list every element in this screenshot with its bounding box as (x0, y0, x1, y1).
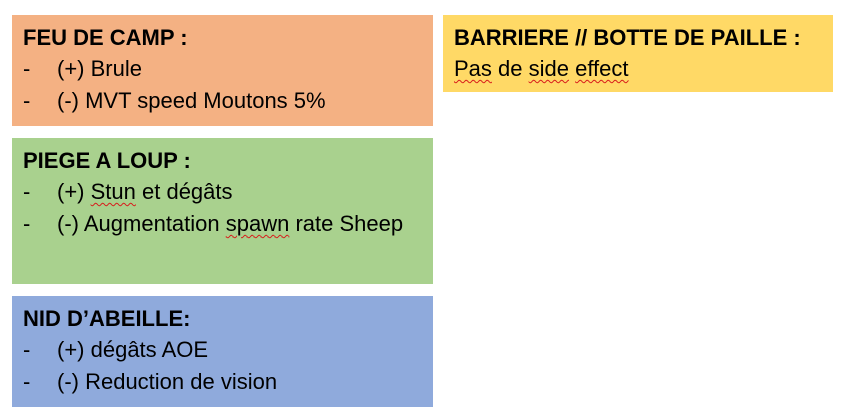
card-title-barriere: BARRIERE // BOTTE DE PAILLE : (454, 25, 801, 50)
card-feu-de-camp: FEU DE CAMP : - (+) Brule - (-) MVT spee… (12, 15, 433, 126)
list-item: - (+) Brule (23, 53, 421, 85)
list-item: - (+) Stun et dégâts (23, 176, 421, 208)
text-run: (+) (57, 179, 91, 204)
card-barriere: BARRIERE // BOTTE DE PAILLE : Pas de sid… (443, 15, 833, 92)
list-item: - (-) Augmentation spawn rate Sheep (23, 208, 421, 240)
list-dash: - (23, 211, 31, 236)
list-item-text: (+) Brule (57, 56, 142, 81)
list-item-text: (-) MVT speed Moutons 5% (57, 88, 326, 113)
card-title-nid-abeille: NID D’ABEILLE: (23, 306, 191, 331)
text-run: et dégâts (135, 179, 233, 204)
spellcheck-word: Stun (90, 179, 136, 204)
text-run: (-) Augmentation (57, 211, 226, 236)
card-title-piege-a-loup: PIEGE A LOUP : (23, 148, 191, 173)
spellcheck-word: Pas (454, 56, 492, 81)
spellcheck-word: spawn (225, 211, 290, 236)
text-run: de (491, 56, 529, 81)
card-nid-abeille: NID D’ABEILLE: - (+) dégâts AOE - (-) Re… (12, 296, 433, 407)
spellcheck-word: side (528, 56, 569, 81)
spellcheck-word: effect (575, 56, 629, 81)
card-title-feu-de-camp: FEU DE CAMP : (23, 25, 188, 50)
list-dash: - (23, 179, 31, 204)
list-item: - (+) dégâts AOE (23, 334, 421, 366)
list-item-text: (-) Reduction de vision (57, 369, 278, 394)
list-item-text: (+) Stun et dégâts (57, 176, 421, 208)
list-item-text: (+) dégâts AOE (57, 337, 209, 362)
list-dash: - (23, 369, 31, 394)
list-item: - (-) Reduction de vision (23, 366, 421, 398)
text-run: rate Sheep (289, 211, 404, 236)
list-item: - (-) MVT speed Moutons 5% (23, 85, 421, 117)
list-dash: - (23, 337, 31, 362)
card-piege-a-loup: PIEGE A LOUP : - (+) Stun et dégâts - (-… (12, 138, 433, 284)
list-dash: - (23, 88, 31, 113)
card-text-barriere: Pas de side effect (454, 53, 821, 85)
list-dash: - (23, 56, 31, 81)
list-item-text: (-) Augmentation spawn rate Sheep (57, 208, 421, 240)
